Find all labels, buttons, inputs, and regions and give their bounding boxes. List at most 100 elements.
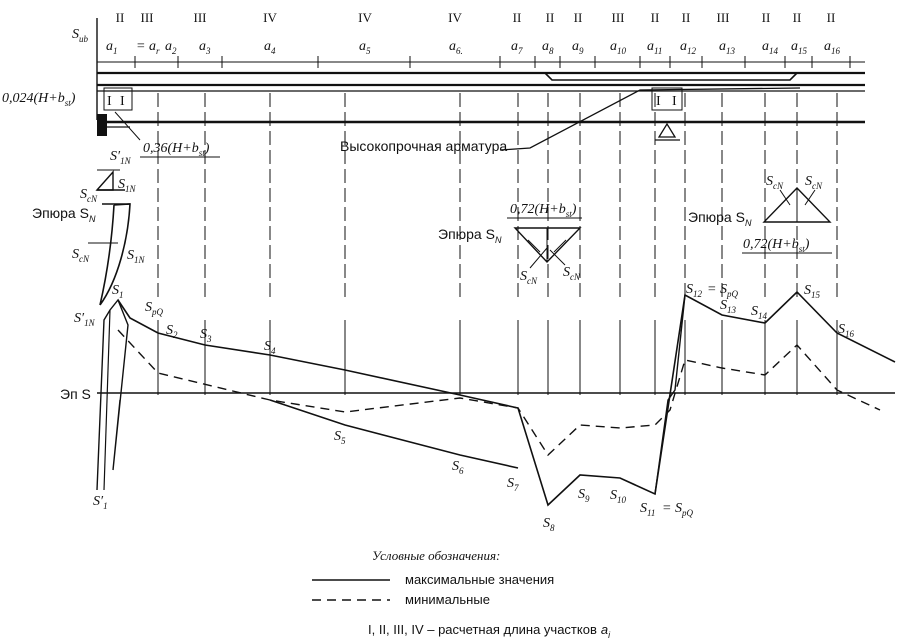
segment-a-label-12: a11	[647, 39, 662, 56]
ep-s-label-5: S4	[264, 339, 276, 356]
segment-a-label-14: a13	[719, 39, 736, 56]
segment-a-label-1: a1	[106, 39, 118, 56]
epure-right-scn2: ScN	[805, 174, 823, 191]
epure-mid-leader-2	[549, 249, 566, 266]
ep-s-label-6: S5	[334, 429, 346, 446]
support-mark-1: I	[107, 94, 112, 109]
legend-min-label: минимальные	[405, 592, 490, 607]
ep-s-lower-line	[269, 399, 519, 469]
epure-right-hatch-1	[779, 189, 791, 206]
ep-s-label-15: = SpQ	[707, 282, 738, 299]
ep-s-label-8: S7	[507, 476, 519, 493]
s1n-a-label: S1N	[118, 177, 137, 194]
rebar-label: Высокопрочная арматура	[340, 138, 507, 154]
ep-s-label-7: S6	[452, 459, 464, 476]
segment-a-label-17: a16	[824, 39, 841, 56]
ep-s-label-11: S10	[610, 488, 627, 505]
ep-s-label-4: S3	[200, 327, 212, 344]
legend-footnote: I, II, III, IV – расчетная длина участко…	[368, 622, 611, 640]
segment-roman-9: II	[574, 10, 583, 25]
scn-b-label: ScN	[72, 247, 90, 264]
segment-roman-11: II	[651, 10, 660, 25]
epure-mid-dim: 0,72(H+bst)	[510, 202, 577, 219]
segment-a-label-6: a5	[359, 39, 371, 56]
segment-roman-1: II	[116, 10, 125, 25]
segment-roman-14: II	[762, 10, 771, 25]
segment-a-label-15: a14	[762, 39, 779, 56]
epure-left: S′1N ScN S1N Эпюра SN ScN S1N S′1N	[32, 149, 146, 328]
ep-s-label-3: S2	[166, 323, 178, 340]
left-dim-label: 0,024(H+bst)	[2, 91, 76, 108]
scn-a-label: ScN	[80, 187, 98, 204]
ep-s-label-9: S8	[543, 516, 555, 533]
raised-rail-section	[544, 72, 798, 81]
epure-right: ScN ScN Эпюра SN 0,72(H+bst)	[688, 174, 832, 254]
segment-roman-15: II	[793, 10, 802, 25]
ep-s-label-1: S1	[112, 283, 124, 300]
legend: Условные обозначения: максимальные значе…	[312, 548, 611, 640]
segment-roman-16: II	[827, 10, 836, 25]
left-spike-edge	[103, 309, 111, 491]
segment-a-label-11: a10	[610, 39, 627, 56]
segment-a-label-4: a3	[199, 39, 211, 56]
segment-a-label-5: a4	[264, 39, 276, 56]
segment-a-label-3: a2	[165, 39, 177, 56]
legend-title: Условные обозначения:	[372, 548, 500, 563]
ep-s-label-13: = SpQ	[662, 501, 693, 518]
segment-roman-8: II	[546, 10, 555, 25]
ep-s-label-18: S15	[804, 283, 821, 300]
ep-s-axis-label: Эп S	[60, 386, 91, 402]
segment-a-label-10: a9	[572, 39, 584, 56]
segment-a-label-13: a12	[680, 39, 697, 56]
ep-s-label-10: S9	[578, 487, 590, 504]
segment-roman-3: III	[194, 10, 207, 25]
s-ub-label: Sub	[72, 27, 89, 44]
ep-s-label-17: S14	[751, 304, 768, 321]
ep-s-label-20: S′1	[93, 494, 108, 511]
epure-right-title: Эпюра SN	[688, 209, 752, 228]
epure-mid-scn1: ScN	[520, 269, 538, 286]
epure-mid-title: Эпюра SN	[438, 226, 502, 245]
epure-right-hatch-2	[804, 189, 816, 206]
right-rise	[654, 294, 686, 495]
segment-a-label-2: = ar	[136, 39, 160, 56]
left-spike-max	[96, 298, 129, 491]
left-abutment	[97, 114, 107, 136]
s1n-b-label: S1N	[127, 248, 146, 265]
ep-s-label-16: S13	[720, 298, 737, 315]
segment-roman-6: IV	[448, 10, 462, 25]
epure-middle: 0,72(H+bst) Эпюра SN ScN ScN	[438, 202, 582, 286]
segment-a-label-8: a7	[511, 39, 523, 56]
legend-max-label: максимальные значения	[405, 572, 554, 587]
segment-a-label-16: a15	[791, 39, 808, 56]
support-mark-r1: I	[656, 94, 661, 109]
epure-right-scn1: ScN	[766, 174, 784, 191]
epure-left-title: Эпюра SN	[32, 205, 96, 224]
right-support-triangle	[657, 122, 677, 138]
support-mark-r2: I	[672, 94, 677, 109]
segment-a-label-9: a8	[542, 39, 554, 56]
epure-mid-hatch-1	[527, 239, 541, 253]
left-support-box	[103, 87, 133, 111]
segment-roman-10: III	[612, 10, 625, 25]
ep-s-label-14: S12	[686, 282, 703, 299]
ep-s-diagram: Эп S	[60, 290, 896, 507]
dim-036-leader	[114, 111, 141, 141]
epure-mid-leader-1	[529, 247, 548, 269]
epure-right-dim: 0,72(H+bst)	[743, 237, 810, 254]
epure-mid-scn2: ScN	[563, 265, 581, 282]
support-mark-2: I	[120, 94, 125, 109]
ep-s-label-19: S16	[838, 322, 855, 339]
ep-s-min-line	[117, 329, 881, 457]
epure-left-small-triangle	[95, 170, 114, 191]
ep-s-label-2: SpQ	[145, 300, 164, 317]
dim-036-label: 0,36(H+bst)	[143, 141, 210, 158]
s1n-prime-top: S′1N	[110, 149, 132, 166]
epure-mid-hatch-2	[553, 239, 567, 253]
rail-structure: Sub Высокопрочная арматура 0,024(H+bst) …	[2, 18, 865, 158]
segment-a-label-7: a6.	[449, 39, 463, 56]
segment-roman-12: II	[682, 10, 691, 25]
